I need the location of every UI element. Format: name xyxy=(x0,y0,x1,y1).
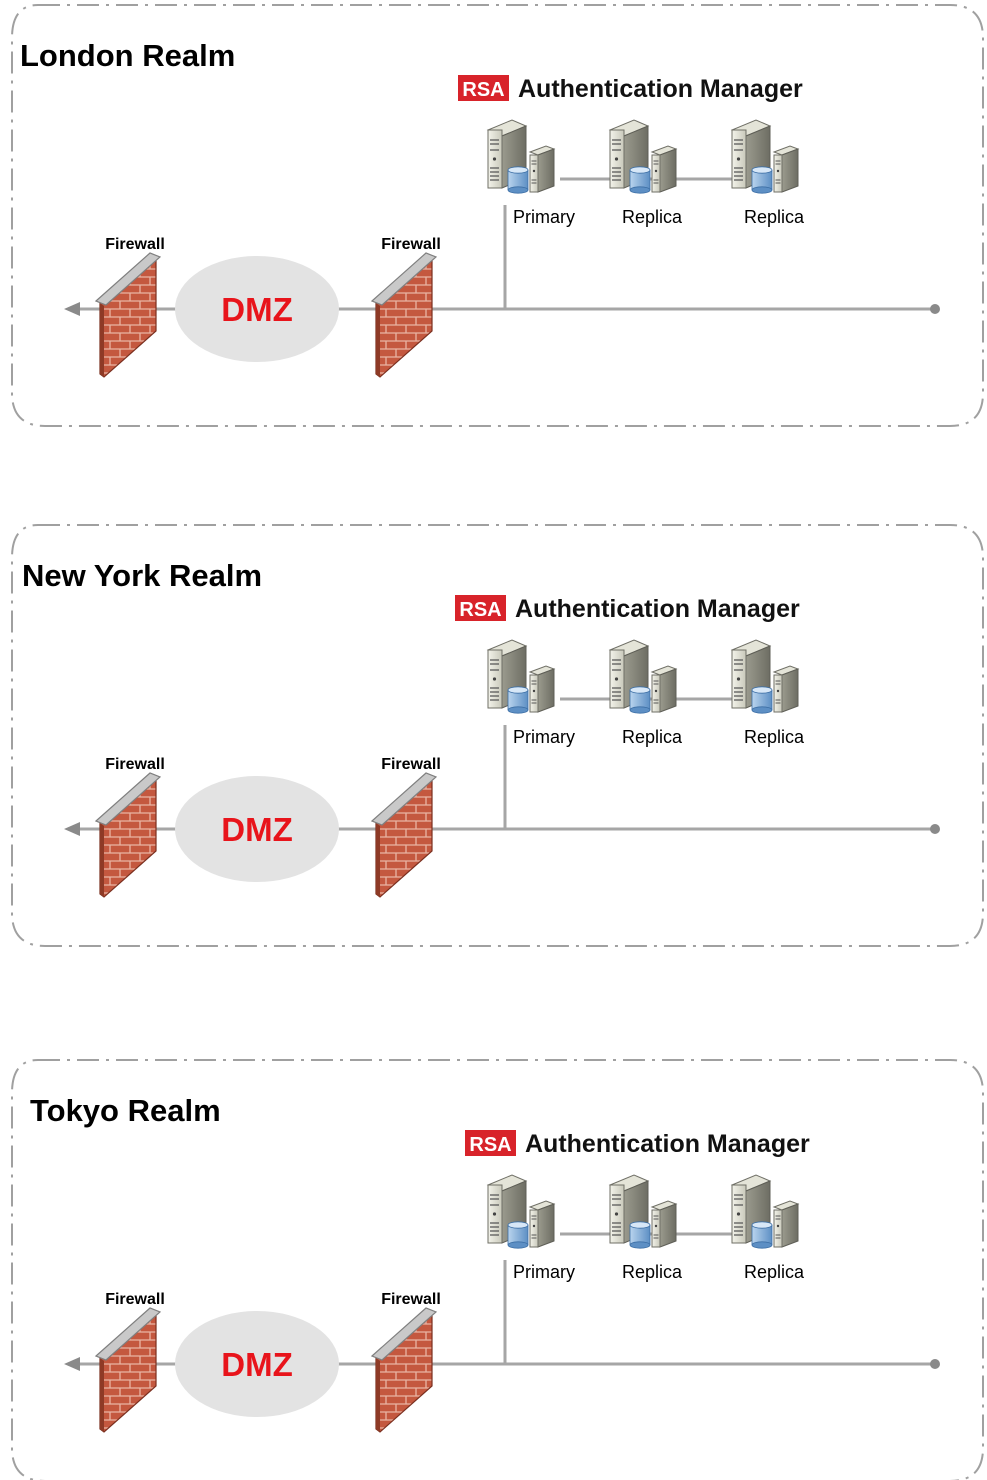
server-node: Primary xyxy=(487,639,575,747)
server-label: Replica xyxy=(744,727,805,747)
dmz-label: DMZ xyxy=(221,811,292,848)
firewall-icon: Firewall xyxy=(94,236,165,378)
server-icon xyxy=(487,639,555,714)
realm-border xyxy=(11,1059,984,1480)
firewall-label: Firewall xyxy=(381,1291,441,1308)
server-node: Primary xyxy=(487,1174,575,1282)
dmz-zone xyxy=(175,256,339,362)
rsa-logo: RSA xyxy=(458,75,509,101)
server-icon xyxy=(609,639,677,714)
server-label: Replica xyxy=(622,1262,683,1282)
server-label: Primary xyxy=(513,727,575,747)
server-icon xyxy=(731,639,799,714)
server-icon xyxy=(487,1174,555,1249)
network-endpoint-icon xyxy=(930,304,940,314)
dmz-zone xyxy=(175,1311,339,1417)
outbound-arrow-icon xyxy=(64,1357,80,1371)
dmz-label: DMZ xyxy=(221,291,292,328)
server-icon xyxy=(487,119,555,194)
rsa-logo-text: RSA xyxy=(469,1134,511,1156)
server-node: Primary xyxy=(487,119,575,227)
realm-title: Tokyo Realm xyxy=(30,1093,221,1128)
firewall-label: Firewall xyxy=(381,236,441,253)
realm-title: London Realm xyxy=(20,38,235,73)
server-icon xyxy=(731,119,799,194)
server-icon xyxy=(609,119,677,194)
product-title: Authentication Manager xyxy=(518,75,803,103)
rsa-logo-text: RSA xyxy=(462,79,504,101)
realm-border xyxy=(11,4,984,427)
dmz-label: DMZ xyxy=(221,1346,292,1383)
firewall-icon: Firewall xyxy=(94,756,165,898)
server-icon xyxy=(731,1174,799,1249)
network-endpoint-icon xyxy=(930,1359,940,1369)
firewall-icon: Firewall xyxy=(370,1291,441,1433)
server-label: Replica xyxy=(622,207,683,227)
firewall-icon: Firewall xyxy=(94,1291,165,1433)
rsa-logo-text: RSA xyxy=(459,599,501,621)
realm-border xyxy=(11,524,984,947)
outbound-arrow-icon xyxy=(64,822,80,836)
server-node: Replica xyxy=(609,1174,683,1282)
firewall-label: Firewall xyxy=(105,756,165,773)
server-label: Replica xyxy=(744,207,805,227)
server-label: Replica xyxy=(622,727,683,747)
rsa-logo: RSA xyxy=(455,595,506,621)
product-title: Authentication Manager xyxy=(515,595,800,623)
rsa-logo: RSA xyxy=(465,1130,516,1156)
server-icon xyxy=(609,1174,677,1249)
server-node: Replica xyxy=(609,119,683,227)
server-node: Replica xyxy=(609,639,683,747)
firewall-icon: Firewall xyxy=(370,756,441,898)
server-label: Primary xyxy=(513,207,575,227)
product-title: Authentication Manager xyxy=(525,1130,810,1158)
firewall-label: Firewall xyxy=(105,1291,165,1308)
dmz-zone xyxy=(175,776,339,882)
firewall-label: Firewall xyxy=(105,236,165,253)
firewall-label: Firewall xyxy=(381,756,441,773)
server-node: Replica xyxy=(731,1174,805,1282)
server-label: Primary xyxy=(513,1262,575,1282)
server-node: Replica xyxy=(731,639,805,747)
network-endpoint-icon xyxy=(930,824,940,834)
firewall-icon: Firewall xyxy=(370,236,441,378)
realm-title: New York Realm xyxy=(22,558,262,593)
server-label: Replica xyxy=(744,1262,805,1282)
outbound-arrow-icon xyxy=(64,302,80,316)
server-node: Replica xyxy=(731,119,805,227)
